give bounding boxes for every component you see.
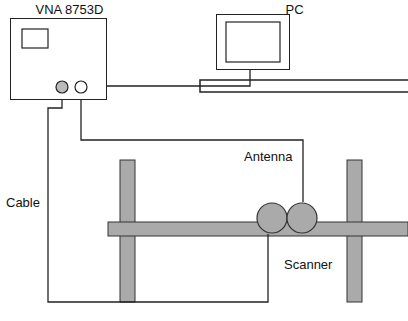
analyzer-box: VNA 8753D: [10, 18, 107, 100]
vna-port: [56, 81, 68, 93]
antenna-outline: [256, 202, 318, 234]
vna-display: [22, 29, 48, 48]
pc-screen: [226, 22, 280, 62]
part-label: Scanner: [284, 258, 332, 272]
antenna-pair: Antenna: [256, 202, 318, 234]
vna-port: [75, 81, 87, 93]
cable-label: Cable: [4, 196, 42, 210]
device-label: Antenna: [244, 150, 292, 164]
device-label: VNA 8753D: [36, 3, 104, 17]
antenna-element: [287, 203, 317, 233]
antenna-element: [257, 203, 287, 233]
pc-monitor: PC: [216, 14, 290, 70]
cable-line: [107, 70, 250, 86]
device-label: PC: [286, 3, 304, 17]
cable-line: [81, 100, 303, 202]
